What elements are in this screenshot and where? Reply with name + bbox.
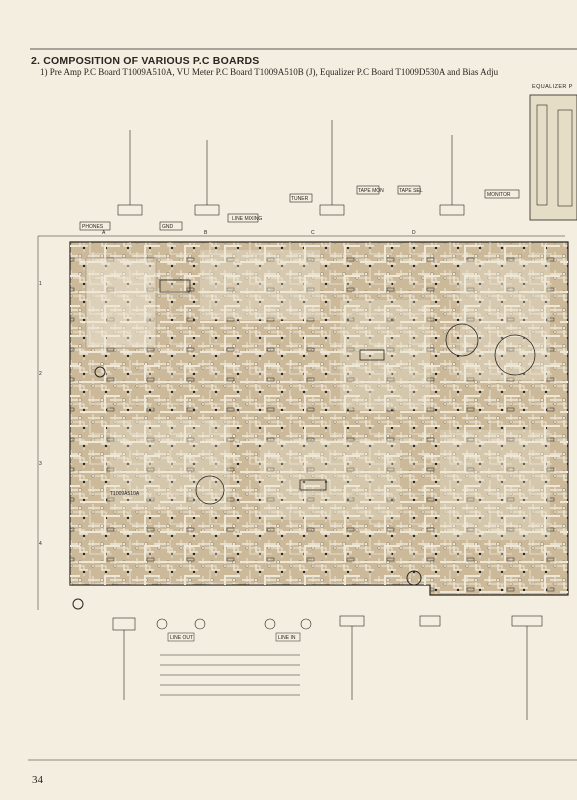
label-monitor: MONITOR <box>487 192 511 198</box>
label-line-in: LINE IN <box>278 635 296 641</box>
pre-amp-pcb: T1009A510A <box>69 241 569 610</box>
bottom-connector-labels: LINE OUT LINE IN <box>167 632 301 642</box>
label-gnd: GND <box>162 224 174 230</box>
row-number-2: 2 <box>39 371 42 377</box>
label-line-mixing: LINE MIXING <box>232 216 262 222</box>
row-number-3: 3 <box>39 461 42 467</box>
page-number: 34 <box>32 774 43 786</box>
column-letter-c: C <box>311 230 315 236</box>
column-reference-letters: A B C D <box>38 230 565 237</box>
equalizer-board-label: EQUALIZER P <box>532 84 573 90</box>
column-letter-a: A <box>102 230 106 236</box>
row-number-4: 4 <box>39 541 42 547</box>
label-tape-sel: TAPE SEL <box>399 188 423 194</box>
board-part-number: T1009A510A <box>110 491 140 497</box>
label-tape-mon: TAPE MON <box>358 188 384 194</box>
section-heading: 2. COMPOSITION OF VARIOUS P.C BOARDS <box>31 55 260 67</box>
bottom-connectors <box>112 615 543 720</box>
top-connector-labels: PHONES GND LINE MIXING TAPE MON TAPE SEL… <box>82 188 511 230</box>
label-line-out: LINE OUT <box>170 635 193 641</box>
row-number-1: 1 <box>39 281 42 287</box>
label-phones: PHONES <box>82 224 104 230</box>
top-connectors <box>79 120 520 231</box>
column-letter-d: D <box>412 230 416 236</box>
column-letter-b: B <box>204 230 208 236</box>
row-reference-numbers: 1 2 3 4 <box>37 236 42 610</box>
section-subheading: 1) Pre Amp P.C Board T1009A510A, VU Mete… <box>40 67 499 77</box>
label-tuner: TUNER <box>291 196 309 202</box>
equalizer-pcb <box>529 94 577 221</box>
